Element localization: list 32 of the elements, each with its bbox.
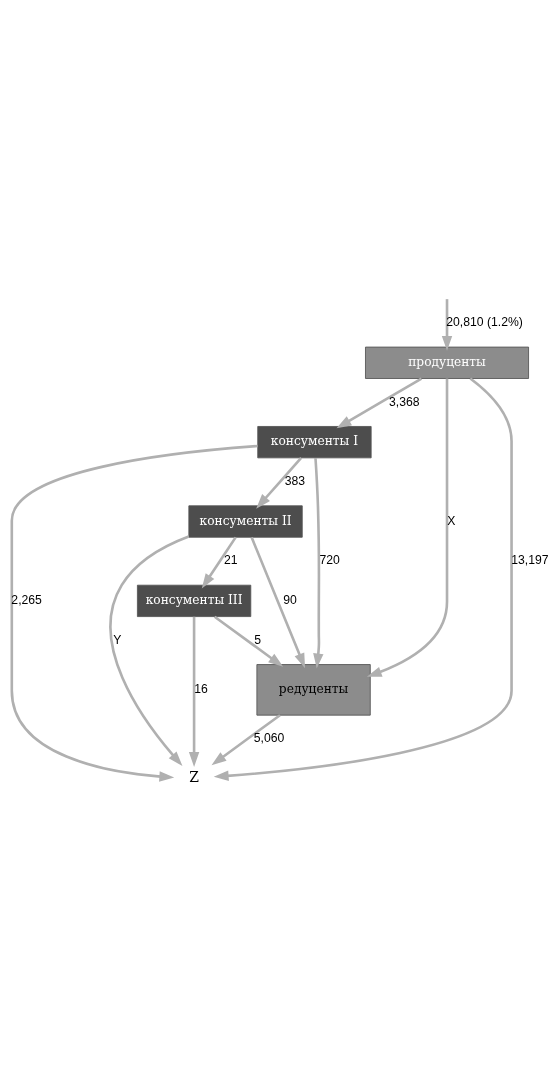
node-box: консументы II <box>188 504 303 538</box>
edge-label: 20,810 (1.2%) <box>446 314 523 329</box>
edge-label: 720 <box>319 552 340 567</box>
arrow <box>201 536 237 588</box>
arrow <box>313 457 324 668</box>
edge-label: 5 <box>254 632 262 647</box>
arrow <box>213 376 513 781</box>
edge-label: X <box>447 513 456 528</box>
node-box: редуценты <box>256 663 371 716</box>
arrow <box>10 444 258 782</box>
arrow <box>441 298 453 351</box>
arrow <box>188 616 200 767</box>
arrow <box>213 615 284 667</box>
edge-label: 2,265 <box>11 592 42 607</box>
node-box: консументы I <box>257 425 372 458</box>
arrow <box>256 456 303 509</box>
node-text: Z <box>189 768 199 785</box>
node-box: консументы III <box>136 584 252 617</box>
arrow <box>211 713 281 765</box>
edge-label: 16 <box>194 681 208 696</box>
edge-label: 383 <box>284 473 306 488</box>
arrow <box>366 378 449 677</box>
edge-label: 3,368 <box>389 394 420 409</box>
edge-label: 13,197 <box>511 552 549 567</box>
edge-label: 90 <box>283 592 297 607</box>
edge-label: Y <box>113 632 122 647</box>
edge-label: 21 <box>223 552 238 567</box>
edge-label: 5,060 <box>253 730 285 745</box>
node-box: продуценты <box>365 346 529 379</box>
arrow <box>250 536 306 668</box>
arrow <box>109 534 190 766</box>
arrow <box>336 377 423 428</box>
